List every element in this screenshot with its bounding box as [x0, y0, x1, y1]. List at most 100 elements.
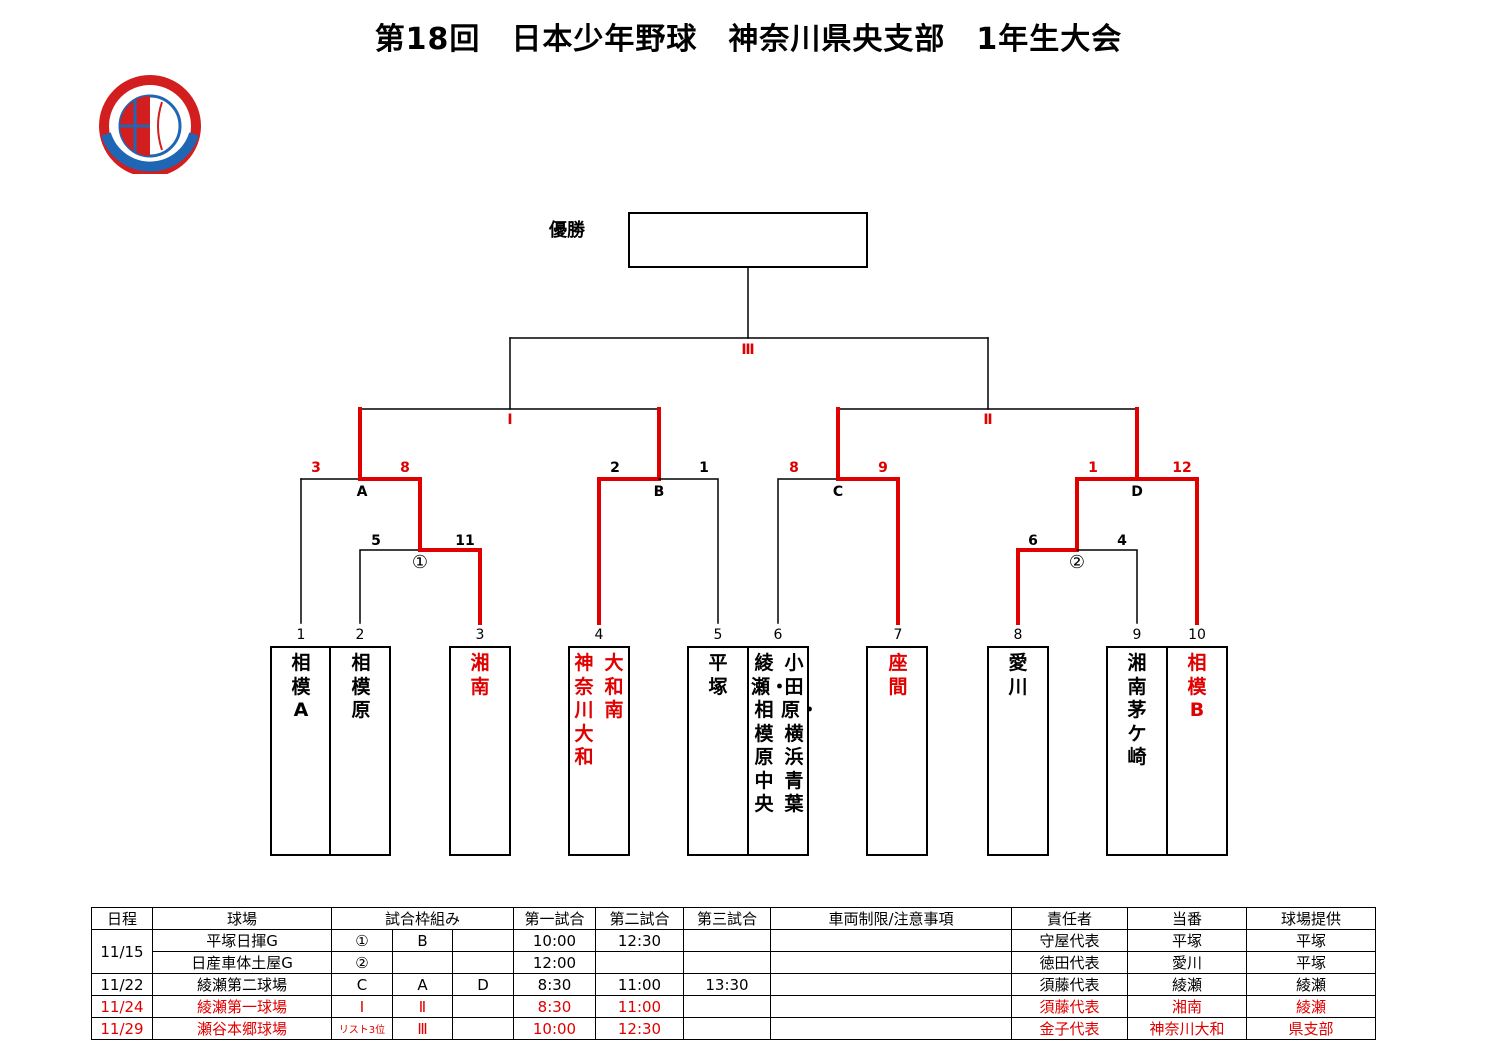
cell-manager: 須藤代表 [1011, 995, 1128, 1018]
cell-provider: 県支部 [1246, 1017, 1376, 1040]
col-header: 責任者 [1011, 907, 1128, 930]
cell-venue: 綾瀬第一球場 [152, 995, 332, 1018]
champion-box [628, 212, 868, 268]
table-row: 11/15 平塚日揮G ① B 10:00 12:30 守屋代表 平塚 平塚 [91, 929, 1376, 974]
cell-provider: 平塚 [1246, 929, 1376, 952]
cell-game [683, 951, 771, 974]
cell-game: 8:30 [513, 973, 596, 996]
cell-game: 12:00 [513, 951, 596, 974]
cell-game: 10:00 [513, 1017, 596, 1040]
cell-pairing: B [392, 929, 453, 952]
bracket-line [658, 478, 719, 624]
table-row: 日産車体土屋G ② 12:00 徳田代表 愛川 平塚 [92, 951, 1376, 974]
team-name: 神奈川大和 [574, 652, 594, 768]
cell-duty: 綾瀬 [1127, 973, 1247, 996]
cell-provider: 平塚 [1246, 951, 1376, 974]
col-header: 第一試合 [513, 907, 596, 930]
cell-pairing: ① [331, 929, 393, 952]
col-header: 日程 [91, 907, 153, 930]
cell-game [595, 951, 684, 974]
cell-pairing [392, 951, 453, 974]
team-number: 4 [594, 627, 604, 643]
round-label-d: D [1131, 484, 1143, 500]
score: 1 [699, 460, 709, 476]
score: 1 [1088, 460, 1098, 476]
champion-label: 優勝 [549, 220, 585, 241]
team-number: 2 [355, 627, 365, 643]
cell-pairing [452, 995, 514, 1018]
team-name: 綾瀬・相模原中央 [751, 652, 790, 815]
cell-duty: 湘南 [1127, 995, 1247, 1018]
team-number: 8 [1013, 627, 1023, 643]
bracket-line [1076, 549, 1138, 624]
cell-pairing: A [392, 973, 453, 996]
score: 12 [1172, 460, 1192, 476]
score: 5 [371, 533, 381, 549]
team-box-divider [747, 646, 749, 856]
team-number: 3 [475, 627, 485, 643]
score: 9 [878, 460, 888, 476]
cell-game: 10:00 [513, 929, 596, 952]
team-name: 相模原 [351, 652, 371, 721]
cell-game [683, 995, 771, 1018]
col-header: 球場提供 [1246, 907, 1376, 930]
cell-game: 13:30 [683, 973, 771, 996]
cell-pairing: D [452, 973, 514, 996]
team-number: 6 [773, 627, 783, 643]
cell-pairing [452, 929, 514, 952]
cell-duty: 愛川 [1127, 951, 1247, 974]
cell-game [683, 1017, 771, 1040]
team-name: 相模A [291, 652, 311, 721]
score: 8 [789, 460, 799, 476]
score: 4 [1117, 533, 1127, 549]
bracket-line-winner [1016, 548, 1079, 625]
team-box-divider [1166, 646, 1168, 856]
cell-duty: 神奈川大和 [1127, 1017, 1247, 1040]
team-name: 湘南 [470, 652, 490, 698]
team-box [568, 646, 630, 856]
cell-venue: 日産車体土屋G [152, 951, 332, 974]
cell-provider: 綾瀬 [1246, 995, 1376, 1018]
cell-venue: 瀬谷本郷球場 [152, 1017, 332, 1040]
cell-game: 11:00 [595, 973, 684, 996]
round-label-final: Ⅲ [741, 342, 755, 358]
cell-manager: 徳田代表 [1011, 951, 1128, 974]
cell-date: 11/29 [91, 1017, 153, 1040]
boys-league-logo: BOYS LEAGUE [99, 75, 201, 174]
cell-provider: 綾瀬 [1246, 973, 1376, 996]
team-number: 5 [713, 627, 723, 643]
round-label-match-1: ① [411, 552, 429, 573]
round-label-match-2: ② [1068, 552, 1086, 573]
team-number: 1 [296, 627, 306, 643]
round-label-semi-2: Ⅱ [983, 412, 993, 428]
bracket-line [777, 478, 839, 624]
cell-pairing: Ⅱ [392, 995, 453, 1018]
bracket-line-winner [418, 548, 482, 625]
cell-pairing: Ⅰ [331, 995, 393, 1018]
cell-pairing [452, 951, 514, 974]
round-label-b: B [653, 484, 665, 500]
cell-date: 11/15 [91, 929, 153, 974]
team-number: 9 [1132, 627, 1142, 643]
team-name: 湘南茅ケ崎 [1127, 652, 1147, 768]
cell-pairing: ② [331, 951, 393, 974]
page-title: 第18回 日本少年野球 神奈川県央支部 1年生大会 [374, 22, 1123, 57]
cell-venue: 綾瀬第二球場 [152, 973, 332, 996]
cell-notes [770, 995, 1012, 1018]
team-name: 大和南 [604, 652, 624, 721]
cell-pairing: Ⅲ [392, 1017, 453, 1040]
round-label-semi-1: Ⅰ [507, 412, 513, 428]
col-header: 球場 [152, 907, 332, 930]
cell-manager: 金子代表 [1011, 1017, 1128, 1040]
team-name: 平塚 [708, 652, 728, 698]
table-header-row: 日程 球場 試合枠組み 第一試合 第二試合 第三試合 車両制限/注意事項 責任者… [91, 907, 1376, 930]
cell-game [683, 929, 771, 952]
cell-pairing: C [331, 973, 393, 996]
table-row: 11/29 瀬谷本郷球場 リスト3位 Ⅲ 10:00 12:30 金子代表 神奈… [91, 1017, 1376, 1040]
col-header: 車両制限/注意事項 [770, 907, 1012, 930]
cell-pairing [452, 1017, 514, 1040]
cell-duty: 平塚 [1127, 929, 1247, 952]
cell-notes [770, 973, 1012, 996]
bracket-line-winner [1075, 477, 1139, 552]
cell-game: 12:30 [595, 929, 684, 952]
